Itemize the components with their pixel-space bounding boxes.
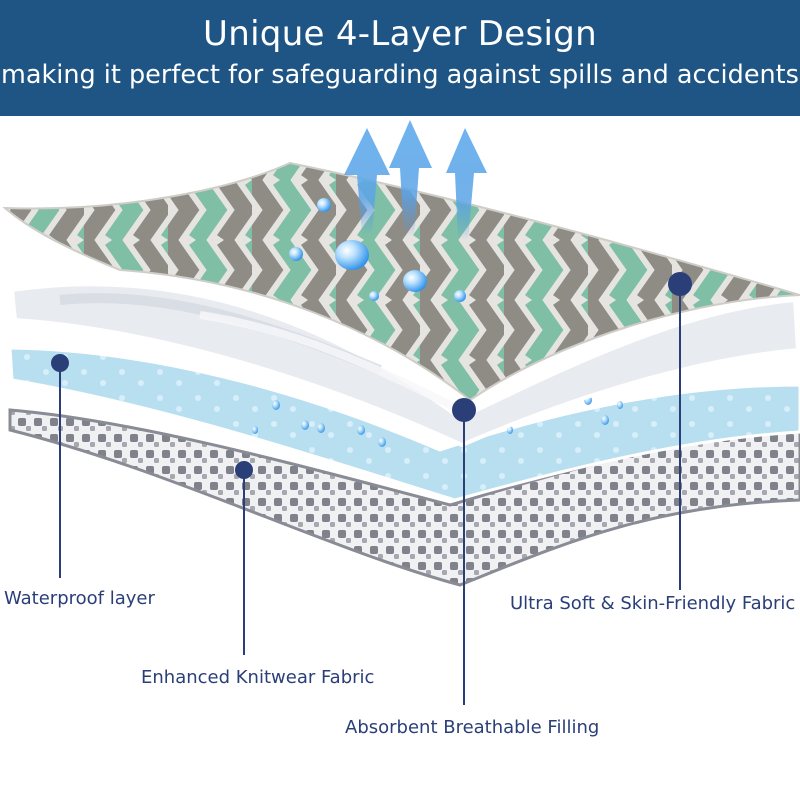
- knit-fabric-layer: [8, 408, 800, 587]
- water-drop-icon: [289, 198, 466, 302]
- label-knitwear: Enhanced Knitwear Fabric: [141, 667, 375, 688]
- header-banner: Unique 4-Layer Design making it perfect …: [0, 0, 800, 116]
- callout-knitwear: [235, 461, 253, 655]
- label-absorbent-filling: Absorbent Breathable Filling: [345, 717, 600, 738]
- callout-waterproof: [51, 354, 69, 578]
- label-soft-fabric: Ultra Soft & Skin-Friendly Fabric: [510, 593, 796, 614]
- layer-illustration: [2, 120, 800, 705]
- banner-title: Unique 4-Layer Design: [203, 14, 597, 54]
- absorbent-filling-layer: [9, 282, 800, 448]
- label-waterproof: Waterproof layer: [4, 588, 155, 609]
- banner-subtitle: making it perfect for safeguarding again…: [1, 60, 799, 90]
- up-arrow-icon: [344, 120, 487, 240]
- soft-fabric-layer: [2, 161, 800, 402]
- callout-soft-fabric: [668, 272, 692, 590]
- callout-filling: [452, 398, 476, 705]
